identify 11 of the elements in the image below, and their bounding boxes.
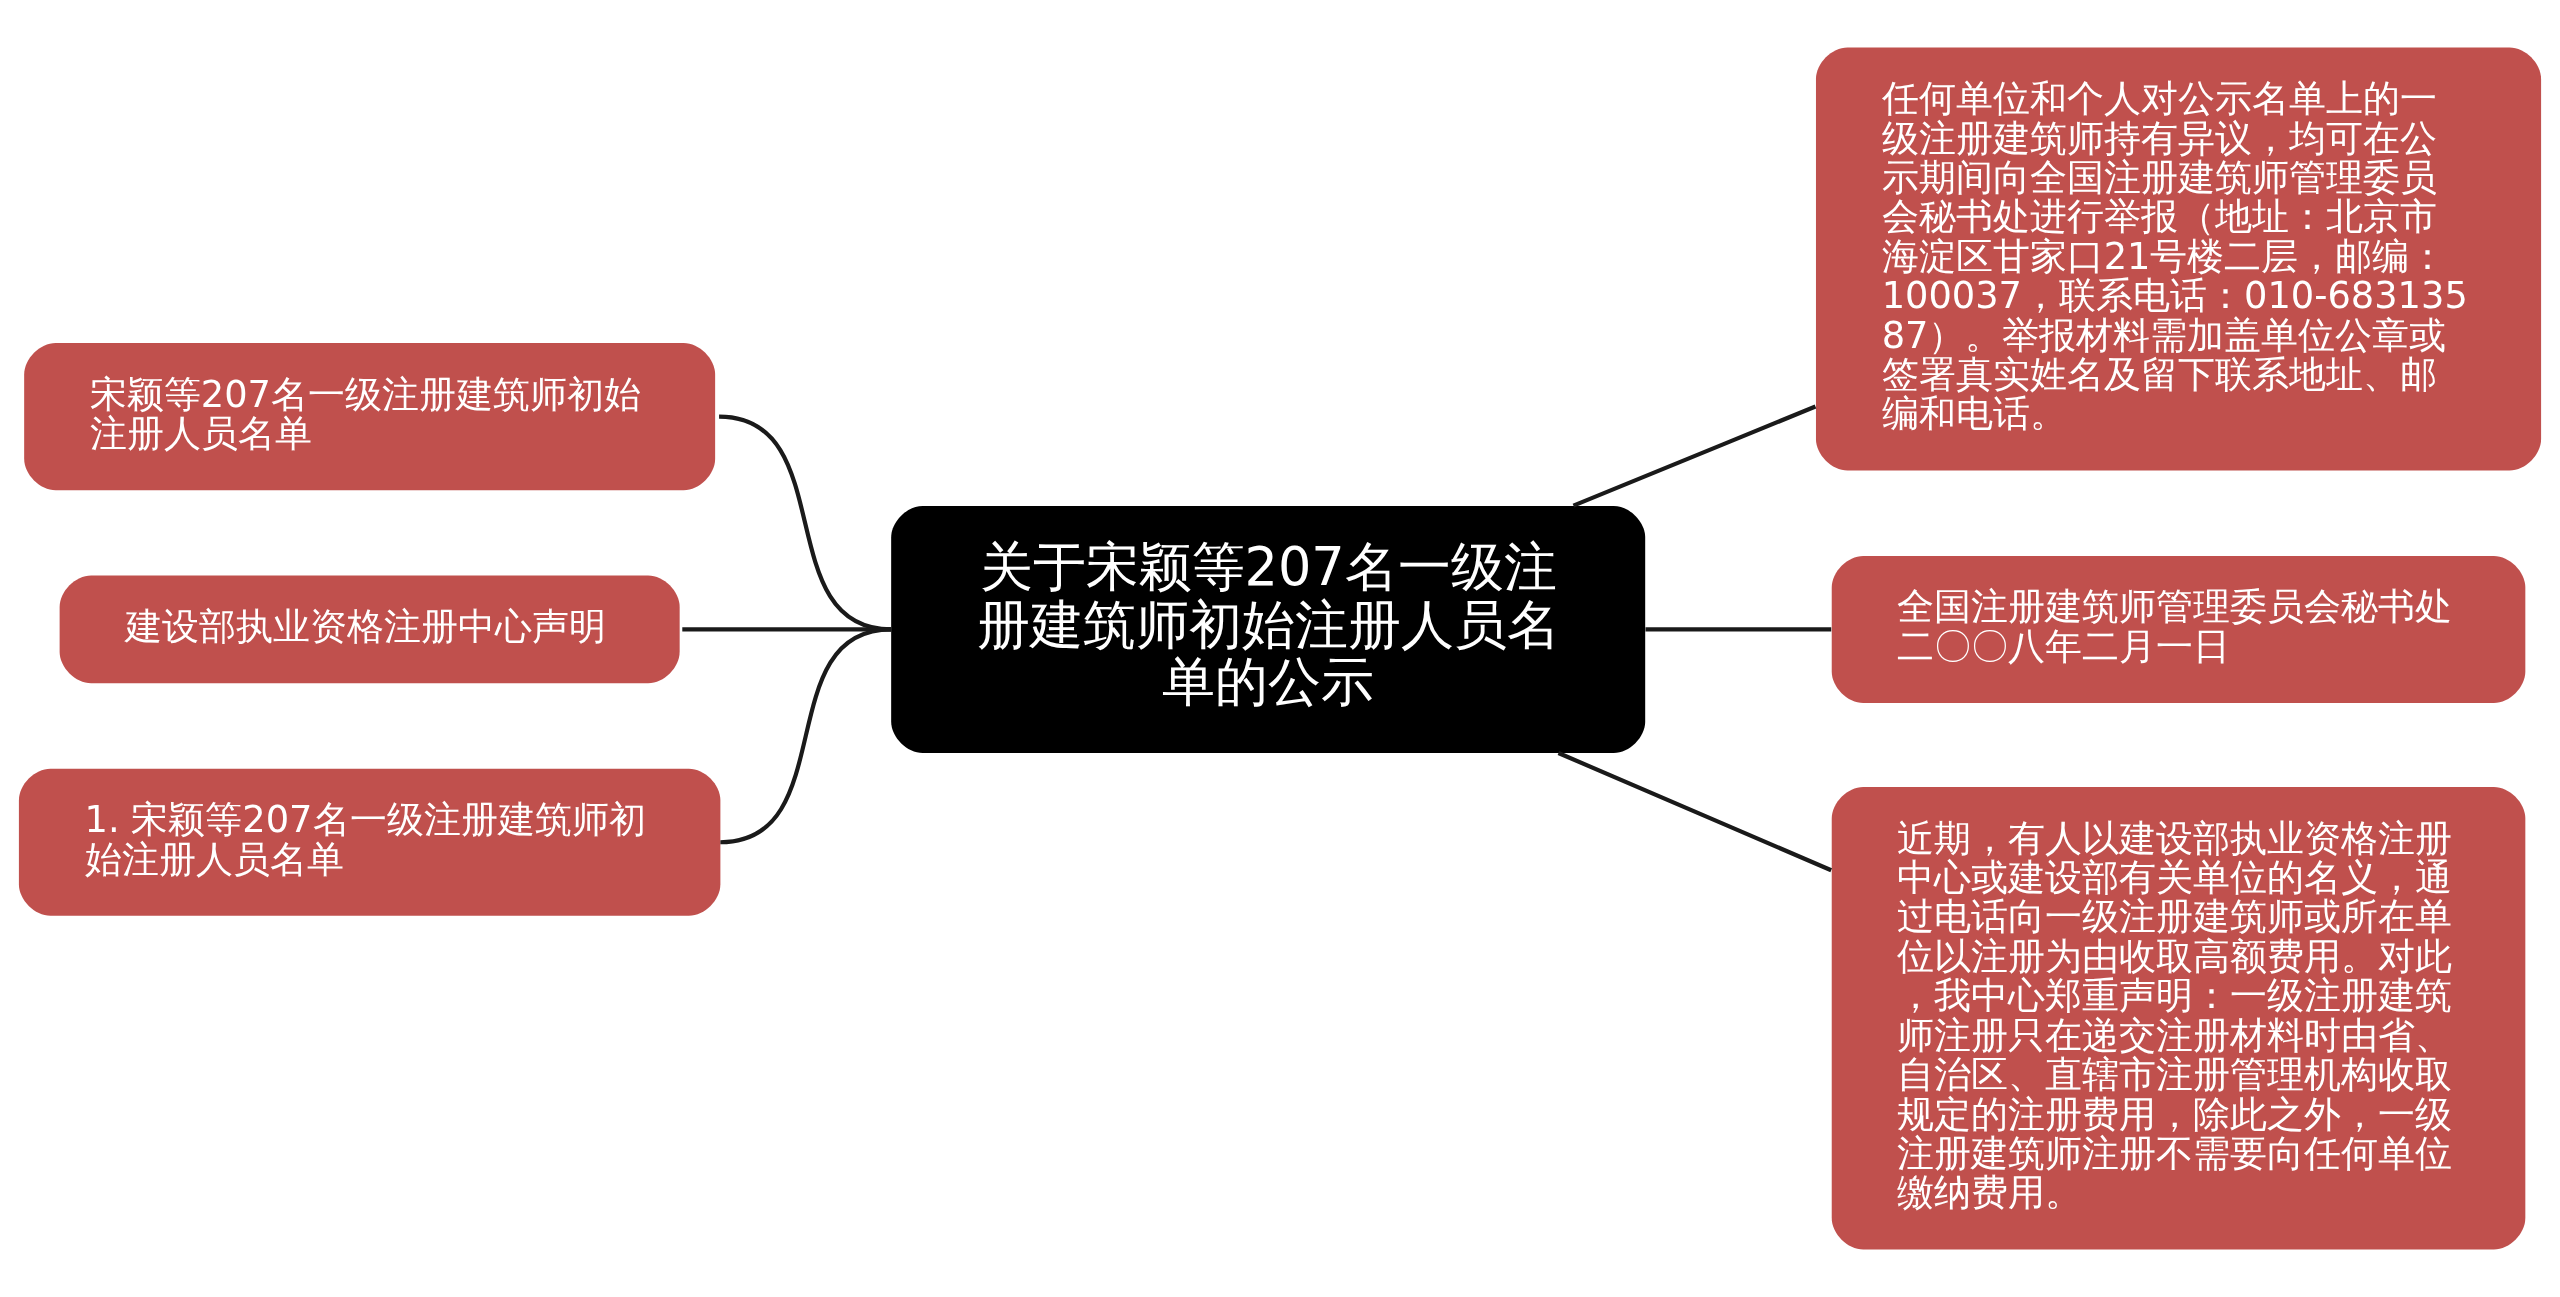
node-box: 任何单位和个人对公示名单上的一级注册建筑师持有异议，均可在公示期间向全国注册建筑师管理委员会秘书处进行举报（地址：北京市海淀区甘家口21号楼二层，邮编：100037，联系电话：010-68313587）。举报材料需加盖单位公章或签署真实姓名及留下联系地址、邮编和电话。 <box>1815 47 2542 471</box>
node-box: 全国注册建筑师管理委员会秘书处 二〇〇八年二月一日 <box>1831 555 2526 703</box>
connector <box>1557 751 1833 873</box>
node-box: 近期，有人以建设部执业资格注册中心或建设部有关单位的名义，通过电话向一级注册建筑师或所在单位以注册为由收取高额费用。对此，我中心郑重声明：一级注册建筑师注册只在递交注册材料时由省、自治区、直辖市注册管理机构收取规定的注册费用，除此之外，一级注册建筑师注册不需要向任何单位缴纳费用。 <box>1831 787 2526 1250</box>
connector <box>720 627 892 845</box>
connector <box>1645 627 1832 632</box>
node-box: 1. 宋颖等207名一级注册建筑师初始注册人员名单 <box>18 768 721 916</box>
connector <box>1572 404 1817 508</box>
node-box: 建设部执业资格注册中心声明 <box>59 575 680 684</box>
node-box: 关于宋颖等207名一级注册建筑师初始注册人员名单的公示 <box>891 505 1646 753</box>
node-box: 宋颖等207名一级注册建筑师初始注册人员名单 <box>24 343 716 491</box>
